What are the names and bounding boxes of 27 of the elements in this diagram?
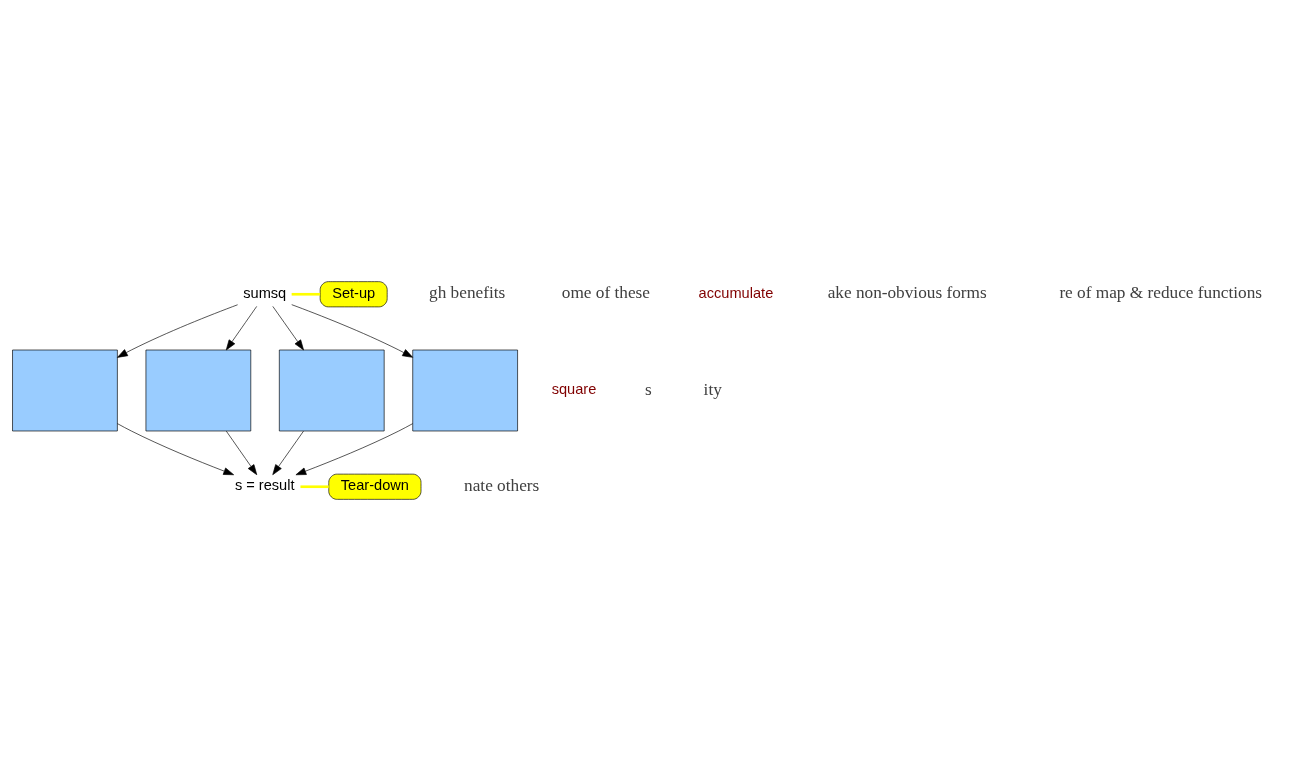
node-box — [145, 349, 252, 431]
label: square — [551, 380, 597, 397]
node-box: Tear-down — [328, 473, 422, 500]
label: nate others — [464, 475, 540, 495]
label: gh benefits — [429, 282, 506, 302]
node-box: Set-up — [319, 280, 388, 307]
label: ake non-obvious forms — [827, 282, 987, 302]
arrow — [226, 430, 258, 475]
label: re of map & reduce functions — [1059, 282, 1263, 302]
node-box — [279, 349, 385, 431]
label: ity — [703, 379, 722, 399]
arrow — [295, 422, 413, 475]
node-text: s = result — [234, 476, 295, 493]
arrow — [117, 422, 234, 475]
arrow — [225, 305, 258, 350]
label: s — [644, 379, 652, 399]
arrow — [272, 430, 304, 475]
arrow — [291, 303, 413, 358]
node-box — [412, 349, 518, 431]
label: ome of these — [561, 282, 650, 302]
arrow — [272, 305, 304, 350]
node-box — [12, 349, 118, 431]
connector — [300, 484, 329, 488]
node-text: sumsq — [243, 284, 287, 301]
arrow — [117, 303, 238, 358]
label: accumulate — [698, 284, 774, 301]
connector — [291, 292, 320, 296]
